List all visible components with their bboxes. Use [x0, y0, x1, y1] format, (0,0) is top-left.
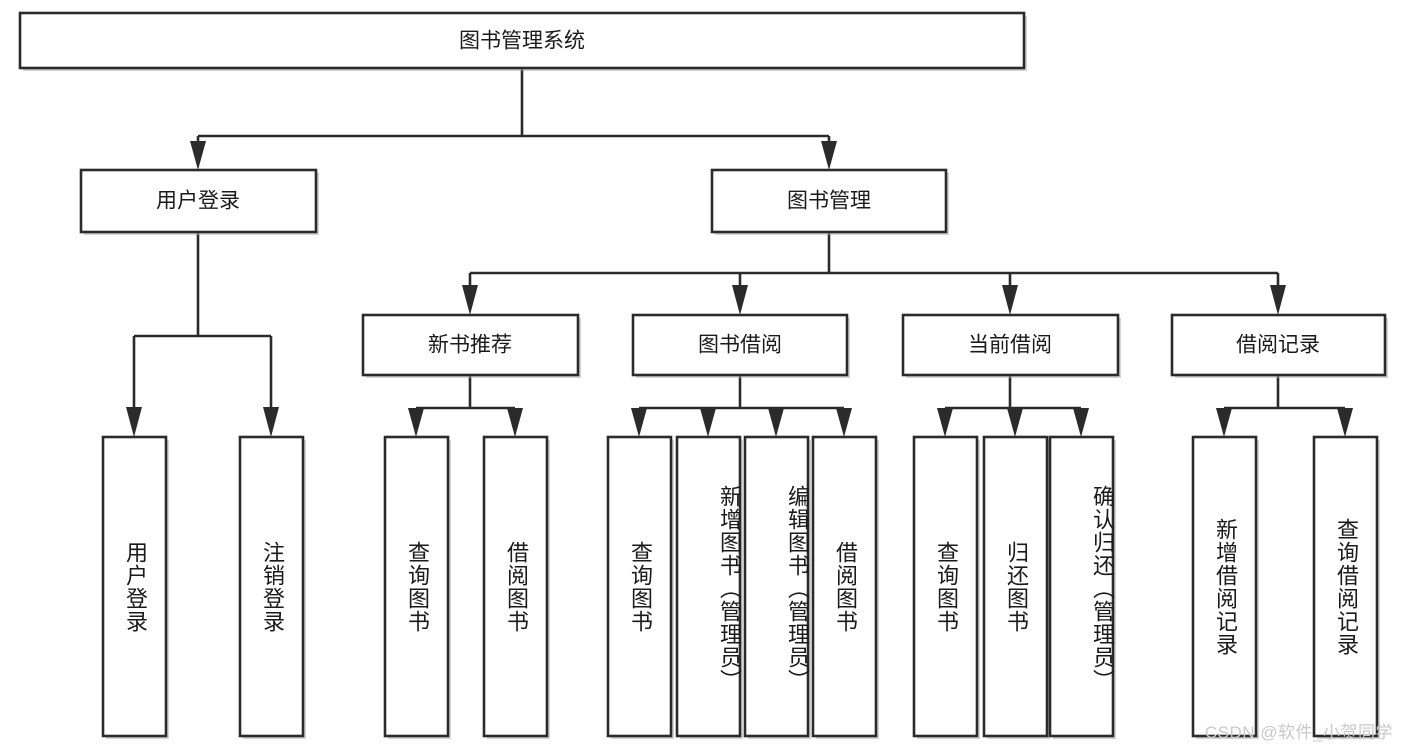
node-leaf-query-borrow-record[interactable]	[1312, 435, 1380, 739]
node-book-borrow-label: 图书借阅	[698, 334, 782, 357]
node-book-management-label: 图书管理	[787, 190, 871, 213]
node-current-borrow-label: 当前借阅	[968, 334, 1052, 357]
arrow-head-new-book-recommend	[462, 285, 478, 315]
node-root[interactable]: 图书管理系统	[18, 11, 1027, 71]
node-layer: 图书管理系统 用户登录 图书管理 新书推荐	[18, 11, 1388, 739]
node-new-book-recommend[interactable]: 新书推荐	[361, 313, 581, 378]
node-leaf-borrow-book[interactable]	[811, 435, 879, 739]
node-new-book-recommend-label: 新书推荐	[428, 334, 512, 357]
arrow-head-leaf-logout	[263, 407, 279, 437]
arrow-head-leaf-edit-book-admin	[768, 408, 784, 437]
node-leaf-query-book-current[interactable]	[912, 435, 980, 739]
arrow-head-leaf-add-book-admin	[700, 408, 716, 437]
node-leaf-edit-book-admin[interactable]	[743, 435, 811, 739]
arrow-head-user-login	[190, 141, 206, 170]
watermark-label: CSDN @软件_小贺同学	[1204, 723, 1393, 742]
node-leaf-query-book-borrow[interactable]	[606, 435, 674, 739]
arrow-head-current-borrow	[1002, 285, 1018, 315]
node-user-login[interactable]: 用户登录	[79, 168, 319, 235]
arrow-head-leaf-query-borrow-record	[1337, 408, 1353, 437]
arrow-head-book-borrow	[732, 285, 748, 315]
node-leaf-logout[interactable]	[238, 435, 306, 739]
arrow-head-leaf-borrow-book-recommend	[507, 408, 523, 437]
node-root-label: 图书管理系统	[459, 30, 585, 53]
node-leaf-return-book[interactable]	[982, 435, 1050, 739]
arrow-head-book-management	[821, 141, 837, 170]
arrow-head-leaf-query-book-current	[937, 408, 953, 437]
node-borrow-record-label: 借阅记录	[1236, 334, 1320, 357]
node-leaf-add-borrow-record[interactable]	[1191, 435, 1259, 739]
arrow-head-leaf-query-book-borrow	[631, 408, 647, 437]
node-user-login-label: 用户登录	[156, 190, 240, 213]
node-leaf-user-login[interactable]	[101, 435, 169, 739]
arrow-head-borrow-record	[1270, 285, 1286, 315]
arrow-head-leaf-borrow-book	[836, 408, 852, 437]
connector-layer	[126, 68, 1353, 437]
arrow-head-leaf-user-login	[126, 407, 142, 437]
node-leaf-confirm-return-admin[interactable]	[1048, 435, 1116, 739]
node-current-borrow[interactable]: 当前借阅	[901, 313, 1121, 378]
node-borrow-record[interactable]: 借阅记录	[1170, 313, 1388, 378]
node-leaf-borrow-book-recommend[interactable]	[482, 435, 550, 739]
arrow-head-leaf-return-book	[1007, 408, 1023, 437]
node-leaf-query-book-recommend[interactable]	[383, 435, 451, 739]
node-book-borrow[interactable]: 图书借阅	[631, 313, 850, 378]
arrow-head-leaf-confirm-return-admin	[1073, 408, 1089, 437]
node-book-management[interactable]: 图书管理	[710, 168, 949, 235]
arrow-head-leaf-add-borrow-record	[1216, 408, 1232, 437]
node-leaf-add-book-admin[interactable]	[675, 435, 743, 739]
arrow-head-leaf-query-book-recommend	[408, 408, 424, 437]
